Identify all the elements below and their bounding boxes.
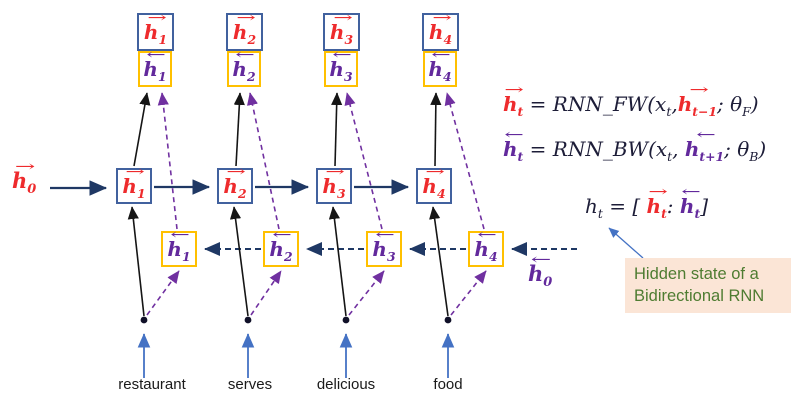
hidden-backward-cell-3: ←h3 <box>366 227 402 267</box>
backward-h3-label: ←h3 <box>372 227 396 264</box>
input-dots <box>140 316 452 324</box>
forward-h4-output-label: →h4 <box>428 10 453 47</box>
output-forward-cell-2: →h2 <box>226 10 263 51</box>
equation-backward-rnn: ←ht = RNN_BW(xt, ←ht+1; θB) <box>503 127 767 164</box>
backward-h4-label: ←h4 <box>474 227 498 264</box>
forward-h3-output-label: →h3 <box>329 10 354 47</box>
backward-h1-output-label: ←h1 <box>143 47 167 84</box>
input-word-delicious: delicious <box>316 376 376 393</box>
output-backward-cell-2: ←h2 <box>227 47 261 87</box>
annotation-line-2: Bidirectional RNN <box>634 287 765 306</box>
output-backward-cell-3: ←h3 <box>324 47 358 87</box>
backward-h1-label: ←h1 <box>167 227 191 264</box>
output-forward-cell-3: →h3 <box>323 10 360 51</box>
forward-h3-label: →h3 <box>322 164 346 201</box>
backward-h4-output-label: ←h4 <box>428 47 452 84</box>
hidden-backward-cell-1: ←h1 <box>161 227 197 267</box>
forward-h1-label: →h1 <box>122 164 146 201</box>
forward-h2-label: →h2 <box>223 164 247 201</box>
backward-to-output-wires <box>157 92 485 230</box>
forward-h2-output-label: →h2 <box>232 10 257 47</box>
forward-h1-output-label: →h1 <box>143 10 168 47</box>
output-backward-cell-1: ←h1 <box>138 47 172 87</box>
hidden-forward-cell-3: →h3 <box>316 164 352 204</box>
input-word-restaurant: restaurant <box>118 376 186 393</box>
hidden-backward-cell-4: ←h4 <box>468 227 504 267</box>
hidden-forward-cell-2: →h2 <box>217 164 253 204</box>
hidden-backward-cell-2: ←h2 <box>263 227 299 267</box>
hidden-forward-cell-4: →h4 <box>416 164 452 204</box>
initial-backward-state-label: ←h0 <box>528 251 553 291</box>
backward-h2-output-label: ←h2 <box>232 47 256 84</box>
forward-h4-label: →h4 <box>422 164 446 201</box>
output-forward-cell-4: →h4 <box>422 10 459 51</box>
input-to-forward-wires <box>127 206 449 317</box>
forward-to-output-wires <box>133 92 442 167</box>
output-backward-cell-4: ←h4 <box>423 47 457 87</box>
output-forward-cell-1: →h1 <box>137 10 174 51</box>
hidden-forward-cell-1: →h1 <box>116 164 152 204</box>
equation-concat-hidden-state: ht = [ →ht: ←ht] <box>585 184 708 221</box>
backward-h2-label: ←h2 <box>269 227 293 264</box>
annotation-arrow <box>608 227 644 259</box>
annotation-callout: Hidden state of a Bidirectional RNN <box>625 258 791 313</box>
annotation-line-1: Hidden state of a <box>634 265 759 283</box>
input-word-serves: serves <box>227 376 273 393</box>
initial-forward-state-label: →h0 <box>12 158 37 198</box>
input-word-food: food <box>433 376 463 393</box>
input-to-backward-wires <box>146 270 487 316</box>
backward-h3-output-label: ←h3 <box>329 47 353 84</box>
forward-chain-wires <box>50 179 410 196</box>
word-input-arrows <box>137 333 455 378</box>
equation-forward-rnn: →ht = RNN_FW(xt,→ht−1; θF) <box>503 82 759 119</box>
